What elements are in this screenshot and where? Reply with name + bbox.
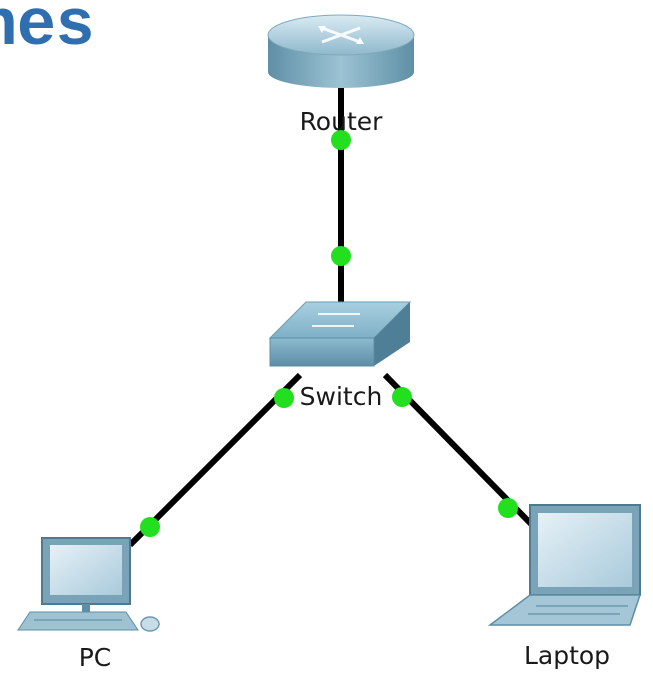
switch-pc-port-light: [274, 388, 294, 408]
pc-icon[interactable]: [17, 537, 160, 632]
laptop-icon[interactable]: [487, 504, 642, 626]
router-port-light: [331, 130, 351, 150]
switch-label: Switch: [300, 382, 383, 411]
router-icon[interactable]: [267, 14, 415, 88]
switch-laptop-port-light: [392, 387, 412, 407]
laptop-label: Laptop: [524, 641, 610, 670]
switch-icon[interactable]: [268, 301, 412, 367]
link-status-lights: [140, 130, 518, 537]
pc-label: PC: [79, 643, 112, 672]
pc-port-light: [140, 517, 160, 537]
laptop-port-light: [498, 498, 518, 518]
link-switch-pc: [127, 372, 303, 548]
switch-uplink-port-light: [331, 246, 351, 266]
page-title-fragment: nes: [0, 0, 95, 64]
